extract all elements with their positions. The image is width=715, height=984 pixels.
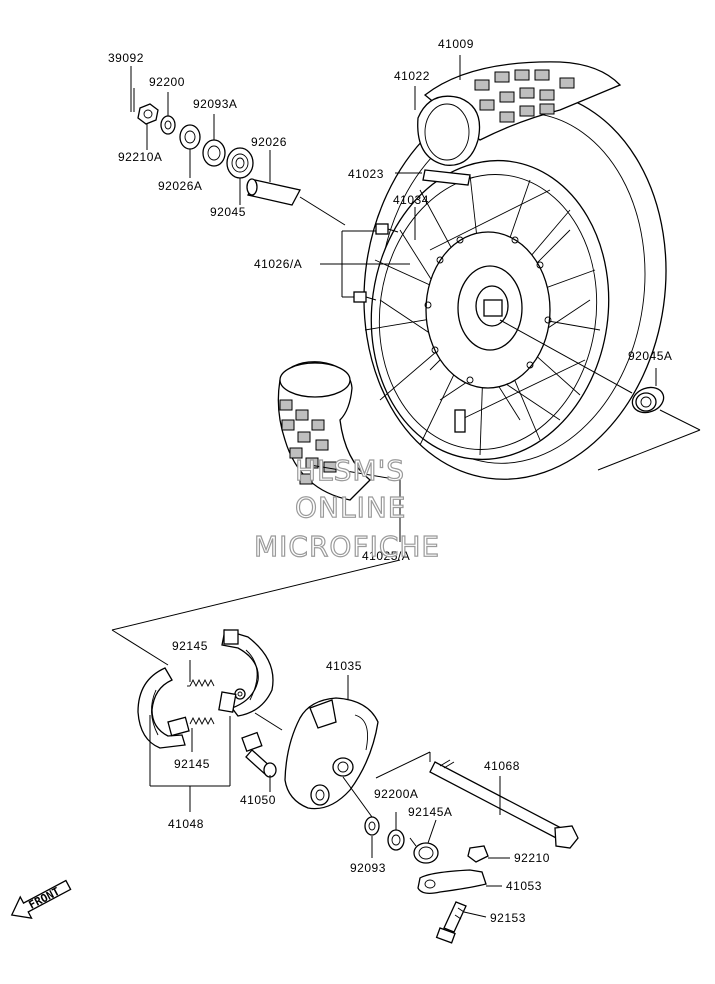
label-92210: 92210 <box>514 851 550 865</box>
brake-cam[interactable] <box>241 731 277 778</box>
front-label: FRONT <box>27 885 63 912</box>
brake-panel[interactable] <box>284 697 379 810</box>
washer-92093[interactable] <box>364 816 380 836</box>
bolt-92153[interactable] <box>435 901 467 944</box>
label-92153: 92153 <box>490 911 526 925</box>
label-41022: 41022 <box>394 69 430 83</box>
wheel-assembly <box>277 61 667 501</box>
label-92200: 92200 <box>149 75 185 89</box>
label-41035: 41035 <box>326 659 362 673</box>
label-92210a: 92210A <box>118 150 162 164</box>
label-92045a: 92045A <box>628 349 672 363</box>
label-41026a: 41026/A <box>254 257 302 271</box>
hub-bolts[interactable] <box>353 223 399 303</box>
watermark-line-1: HLSM'S <box>295 454 405 487</box>
label-92145a: 92145A <box>408 805 452 819</box>
collar-92026a[interactable] <box>179 124 201 150</box>
label-41048: 41048 <box>168 817 204 831</box>
leader-lines-lower <box>149 660 510 918</box>
callout-labels: 39092 92200 92093A 92026 92210A 92026A 9… <box>108 37 672 925</box>
label-92045: 92045 <box>210 205 246 219</box>
bearing-92045a[interactable] <box>629 383 667 416</box>
rear-axle[interactable] <box>429 759 579 849</box>
label-41068: 41068 <box>484 759 520 773</box>
bearing-92045[interactable] <box>226 147 254 179</box>
watermark-line-3: MICROFICHE <box>254 530 440 563</box>
watermark: HLSM'S ONLINE MICROFICHE <box>253 453 440 563</box>
label-41023: 41023 <box>348 167 384 181</box>
brake-shoe-right[interactable] <box>218 629 274 717</box>
label-92026: 92026 <box>251 135 287 149</box>
brake-shoe-left[interactable] <box>137 667 190 749</box>
label-39092: 39092 <box>108 51 144 65</box>
washer-92200[interactable] <box>160 115 176 135</box>
front-arrow-icon <box>10 879 72 919</box>
label-92026a: 92026A <box>158 179 202 193</box>
label-41025a: 41025/A <box>362 549 410 563</box>
return-spring[interactable] <box>409 837 439 864</box>
spring-upper[interactable] <box>187 678 215 688</box>
brake-lever[interactable] <box>417 869 487 894</box>
label-92093: 92093 <box>350 861 386 875</box>
nut-92210[interactable] <box>467 845 489 863</box>
label-92093a: 92093A <box>193 97 237 111</box>
label-41053: 41053 <box>506 879 542 893</box>
label-41034: 41034 <box>393 193 429 207</box>
front-arrow: FRONT <box>10 879 72 919</box>
label-92145-top: 92145 <box>172 639 208 653</box>
spacer-92026[interactable] <box>246 178 301 206</box>
cotter-pin[interactable] <box>130 88 135 112</box>
spring-lower[interactable] <box>189 716 215 726</box>
tire-cutaway-bottom[interactable] <box>277 361 371 501</box>
label-41009: 41009 <box>438 37 474 51</box>
inner-tube-top[interactable] <box>417 95 481 166</box>
nut-92210a[interactable] <box>137 103 159 125</box>
label-41050: 41050 <box>240 793 276 807</box>
seal-92093a[interactable] <box>202 139 226 167</box>
brake-assembly <box>137 629 579 944</box>
watermark-line-2: ONLINE <box>295 491 406 524</box>
label-92200a: 92200A <box>374 787 418 801</box>
washer-92200a[interactable] <box>387 829 405 851</box>
leader-lines-upper <box>111 55 701 666</box>
label-92145-bottom: 92145 <box>174 757 210 771</box>
